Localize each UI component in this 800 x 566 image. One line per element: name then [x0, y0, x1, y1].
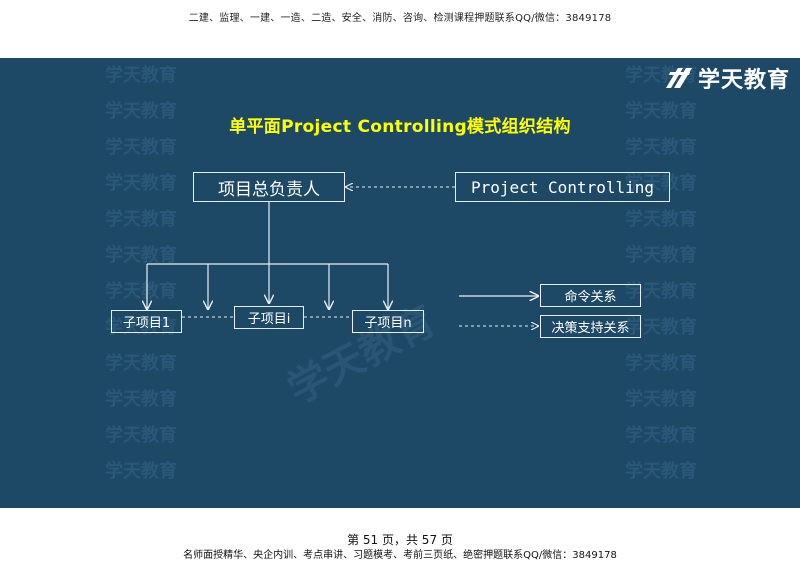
watermark-right: 学天教育学天教育学天教育 学天教育学天教育学天教育 学天教育学天教育学天教育 学… [625, 65, 697, 482]
org-connector-lines [0, 58, 800, 508]
project-controlling-box: Project Controlling [455, 172, 670, 202]
logo: 学天教育 [664, 62, 790, 94]
legend-support-box: 决策支持关系 [540, 315, 641, 338]
slide-title: 单平面Project Controlling模式组织结构 [229, 117, 571, 137]
footer-note: 名师面授精华、央企内训、考点串讲、习题模考、考前三页纸、绝密押题联系QQ/微信：… [183, 550, 617, 561]
project-head-box: 项目总负责人 [193, 172, 345, 202]
legend-command-box: 命令关系 [540, 284, 641, 307]
logo-mark-icon [665, 68, 692, 88]
sub-project-1-box: 子项目1 [111, 310, 182, 333]
slide: 学天教育学天教育学天教育 学天教育学天教育学天教育 学天教育学天教育学天教育 学… [0, 58, 800, 508]
sub-project-n-box: 子项目n [352, 310, 424, 333]
sub-project-i-box: 子项目i [234, 306, 304, 329]
logo-text: 学天教育 [697, 68, 790, 93]
page-number: 第 51 页，共 57 页 [347, 533, 453, 547]
header-note: 二建、监理、一建、一造、二造、安全、消防、咨询、检测课程押题联系QQ/微信：38… [188, 13, 612, 24]
